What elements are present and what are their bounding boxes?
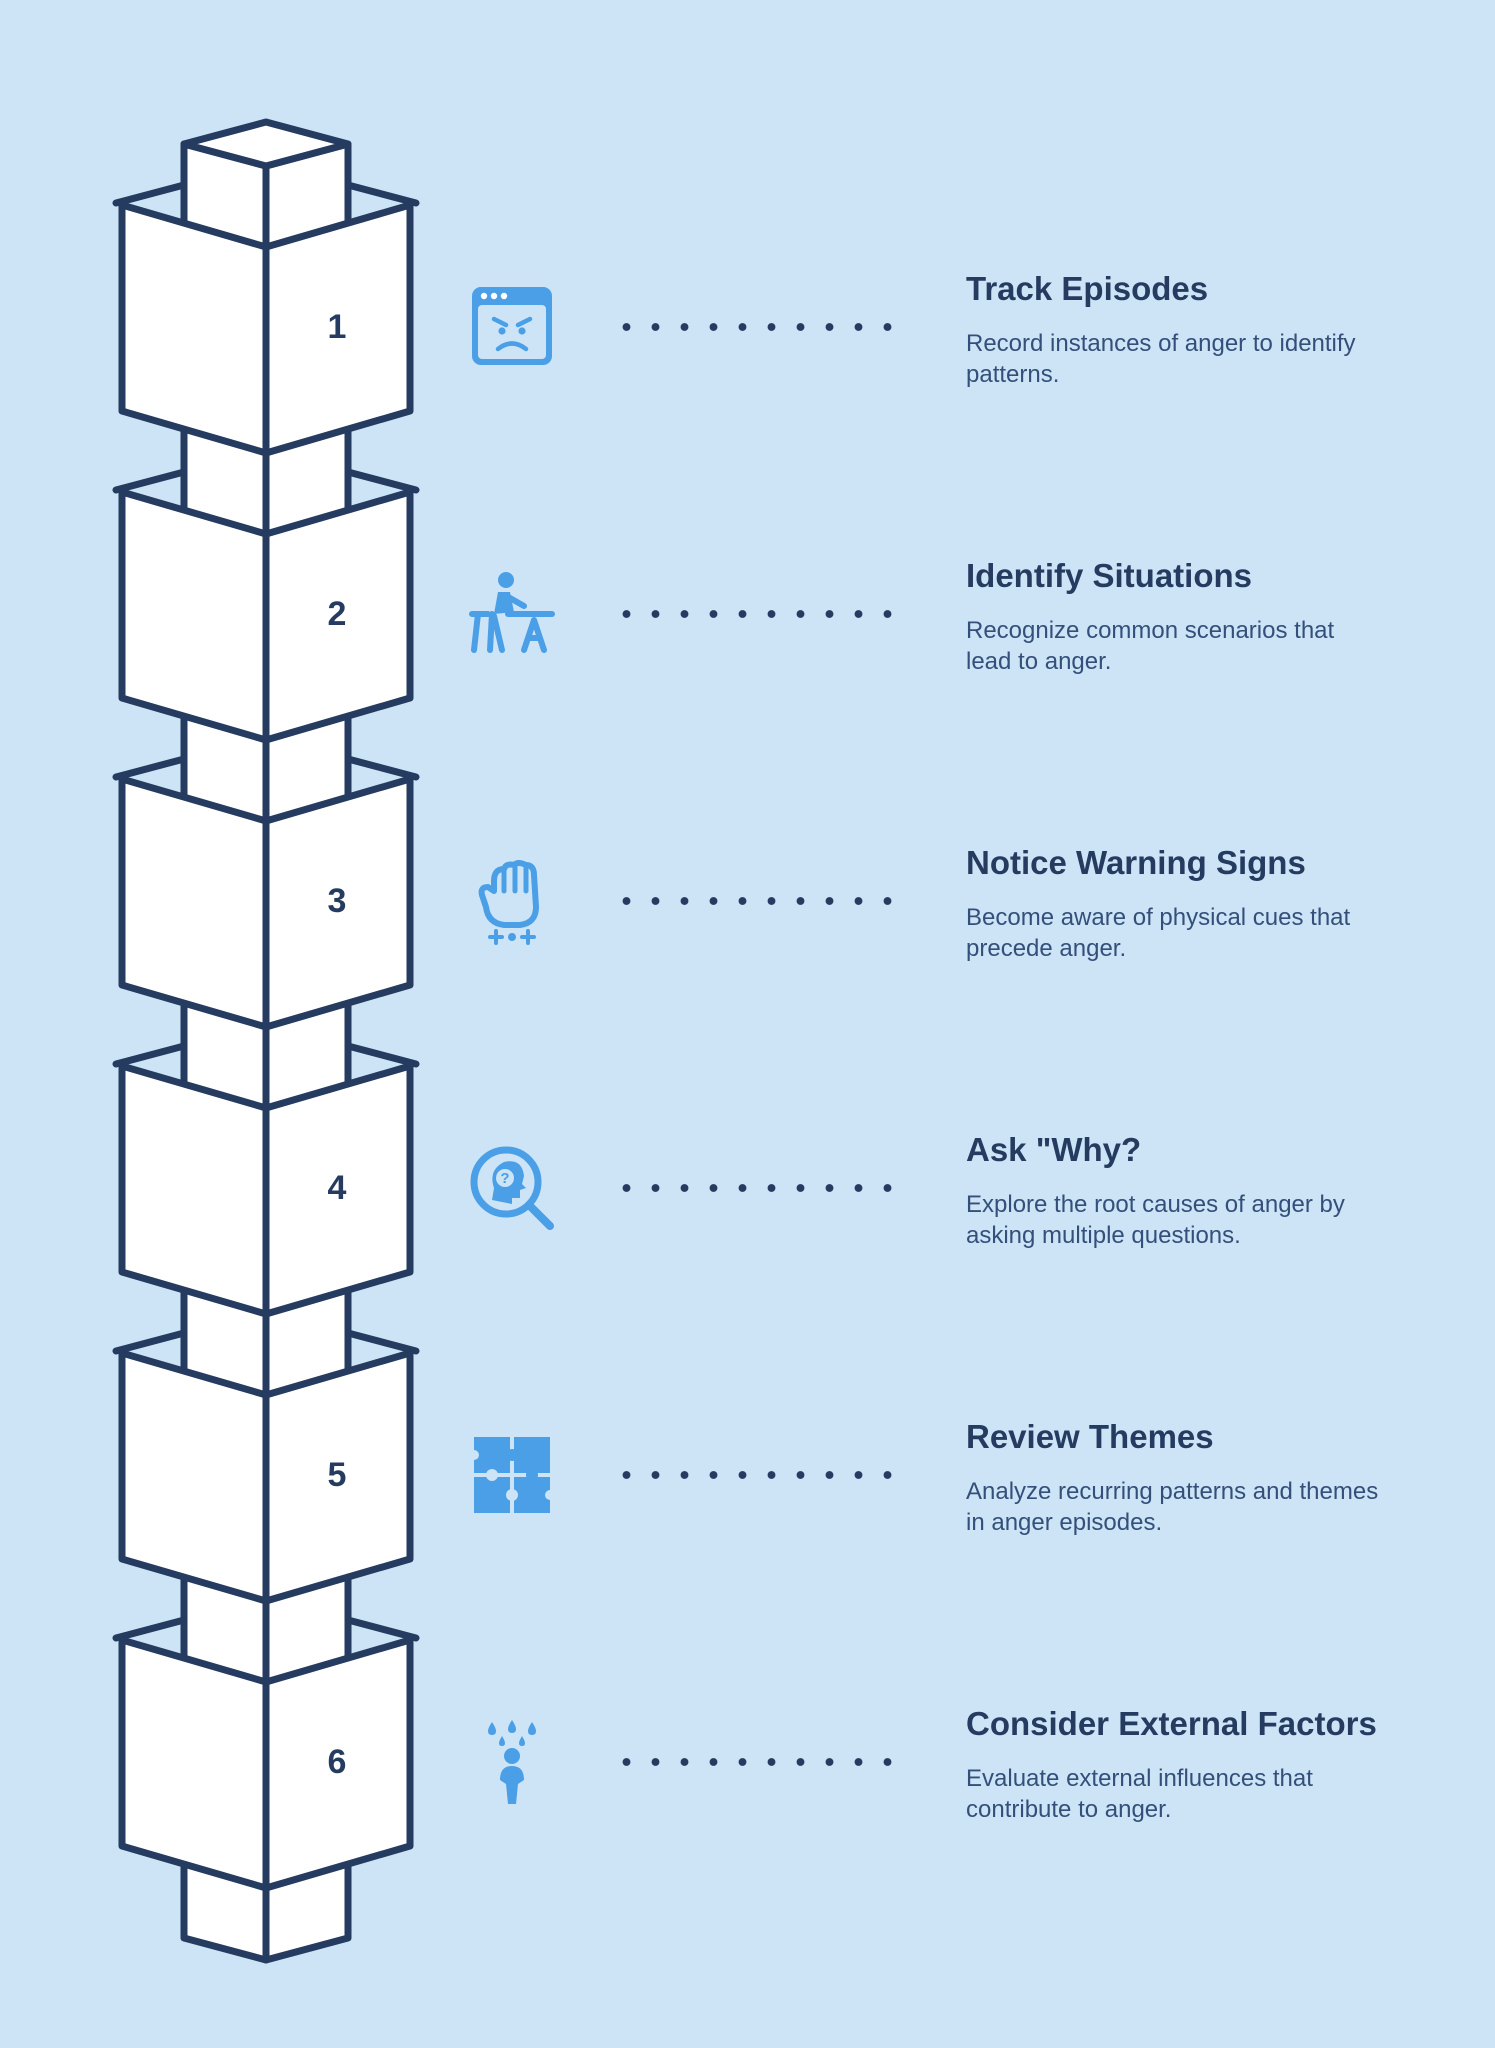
dotted-connector [612,1471,902,1479]
block-rim-right [344,181,420,207]
step-number: 6 [327,1743,347,1781]
dotted-connector [612,1758,902,1766]
step-description: Explore the root causes of anger by aski… [966,1191,1345,1249]
step-title: Identify Situations [966,557,1253,594]
block-rim-left [112,181,188,207]
question-search-icon: ? [468,1144,556,1232]
block-right-face [262,1062,414,1318]
block-right-face [262,1349,414,1605]
step-description: Become aware of physical cues that prece… [966,904,1351,962]
block-left-face [118,488,270,744]
step-number: 1 [327,308,347,346]
block-right-face [262,488,414,744]
block-rim-right [344,1616,420,1642]
step-number: 2 [327,595,347,633]
step-number: 3 [327,882,347,920]
step-number: 5 [327,1456,347,1494]
step-number: 4 [327,1169,347,1207]
step-title: Notice Warning Signs [966,844,1306,881]
block-left-face [118,201,270,457]
block-rim-right [344,468,420,494]
person-rain-icon [468,1718,556,1806]
puzzle-icon [468,1431,556,1519]
clenched-fist-icon [468,857,556,945]
step-title: Track Episodes [966,270,1209,307]
step-description: Record instances of anger to identify pa… [966,330,1356,388]
block-left-face [118,1636,270,1892]
block-rim-right [344,755,420,781]
dotted-connector [612,1184,902,1192]
block-left-face [118,1062,270,1318]
block-rim-left [112,468,188,494]
block-rim-left [112,755,188,781]
tower-top-cap [180,118,352,170]
block-left-face [118,1349,270,1605]
block-rim-left [112,1329,188,1355]
step-title: Consider External Factors [966,1705,1377,1742]
dotted-connector [612,610,902,618]
block-left-face [118,775,270,1031]
block-right-face [262,775,414,1031]
block-rim-right [344,1042,420,1068]
dotted-connector [612,323,902,331]
block-right-face [262,1636,414,1892]
angry-window-icon [468,283,556,371]
block-rim-left [112,1042,188,1068]
step-description: Recognize common scenarios that lead to … [966,617,1335,675]
step-title: Review Themes [966,1418,1214,1455]
step-description: Analyze recurring patterns and themes in… [966,1478,1379,1536]
step-description: Evaluate external influences that contri… [966,1765,1313,1823]
block-rim-left [112,1616,188,1642]
svg-text:?: ? [500,1170,509,1187]
step-title: Ask "Why? [966,1131,1142,1168]
block-rim-right [344,1329,420,1355]
dotted-connector [612,897,902,905]
block-right-face [262,201,414,457]
person-at-desk-icon [468,570,556,658]
